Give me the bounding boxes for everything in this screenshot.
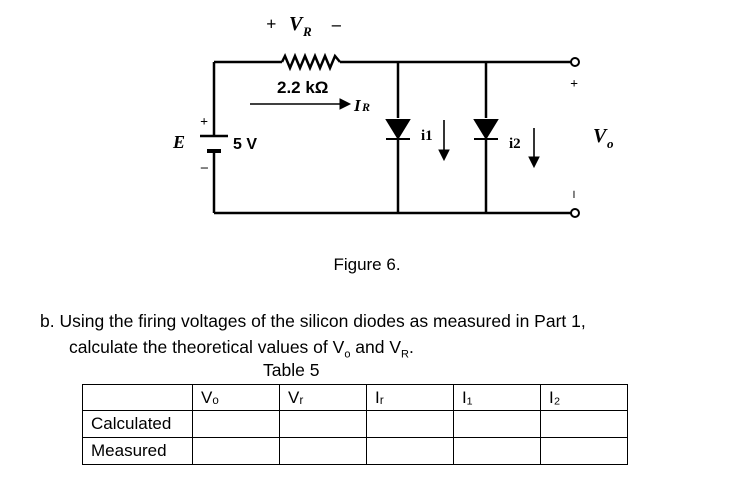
header-i2: I₂ (540, 384, 628, 411)
table-header-row: Vₒ Vᵣ Iᵣ I₁ I₂ (82, 384, 628, 411)
vo-label: V (593, 125, 608, 147)
question-line-2b: and V (350, 337, 402, 357)
i1-arrow-head (438, 149, 450, 162)
question-line-2: calculate the theoretical values of Vo a… (40, 334, 710, 368)
vo-plus-label: + (570, 77, 578, 92)
i2-label: i2 (509, 136, 521, 152)
vr-minus-label: – (331, 14, 341, 34)
diode-2-symbol (473, 119, 499, 140)
question-line-2a: calculate the theoretical values of V (69, 337, 345, 357)
row-label-measured: Measured (82, 437, 193, 465)
terminal-bottom (570, 208, 580, 218)
i2-arrow-head (528, 156, 540, 169)
table-cell[interactable] (453, 410, 541, 438)
i1-label: i1 (421, 128, 433, 144)
ir-subscript: R (361, 100, 370, 114)
header-blank (82, 384, 193, 411)
battery-value: 5 V (233, 136, 257, 153)
table-cell[interactable] (279, 437, 367, 465)
terminal-top (570, 57, 580, 67)
resistor-symbol (280, 52, 341, 72)
resistor-value: 2.2 kΩ (277, 78, 328, 97)
row-label-calculated: Calculated (82, 410, 193, 438)
table-cell[interactable] (540, 410, 628, 438)
table-cell[interactable] (192, 410, 280, 438)
e-label: E (172, 132, 185, 152)
results-table: Vₒ Vᵣ Iᵣ I₁ I₂ Calculated Measured (82, 384, 628, 465)
question-text: b. Using the firing voltages of the sili… (40, 308, 710, 368)
header-i1: I₁ (453, 384, 541, 411)
header-vo: Vₒ (192, 384, 280, 411)
vr-label: V (289, 13, 304, 35)
table-cell[interactable] (192, 437, 280, 465)
ir-label: I (353, 96, 362, 115)
e-plus-label: + (200, 115, 208, 130)
table-row: Calculated (82, 410, 628, 438)
table-cell[interactable] (366, 410, 454, 438)
table-caption: Table 5 (263, 360, 320, 380)
vo-sub: o (344, 348, 351, 361)
vr-subscript: R (302, 24, 312, 39)
table-row: Measured (82, 437, 628, 465)
question-line-2c: . (409, 337, 414, 357)
vr-sub: R (401, 348, 409, 361)
header-ir: Iᵣ (366, 384, 454, 411)
figure-caption: Figure 6. (333, 255, 401, 274)
vo-subscript: o (607, 136, 614, 151)
header-vr: Vᵣ (279, 384, 367, 411)
diode-1-symbol (385, 119, 411, 140)
circuit-diagram: + V R – 2.2 kΩ I R E + – 5 V i1 i2 + V o… (172, 13, 614, 218)
question-line-1: b. Using the firing voltages of the sili… (40, 311, 586, 331)
table-cell[interactable] (366, 437, 454, 465)
table-cell[interactable] (540, 437, 628, 465)
table-cell[interactable] (279, 410, 367, 438)
vo-minus-label: – (567, 190, 582, 198)
ir-arrow-head (339, 98, 352, 110)
e-minus-label: – (200, 160, 208, 175)
table-cell[interactable] (453, 437, 541, 465)
vr-plus-label: + (266, 14, 276, 34)
